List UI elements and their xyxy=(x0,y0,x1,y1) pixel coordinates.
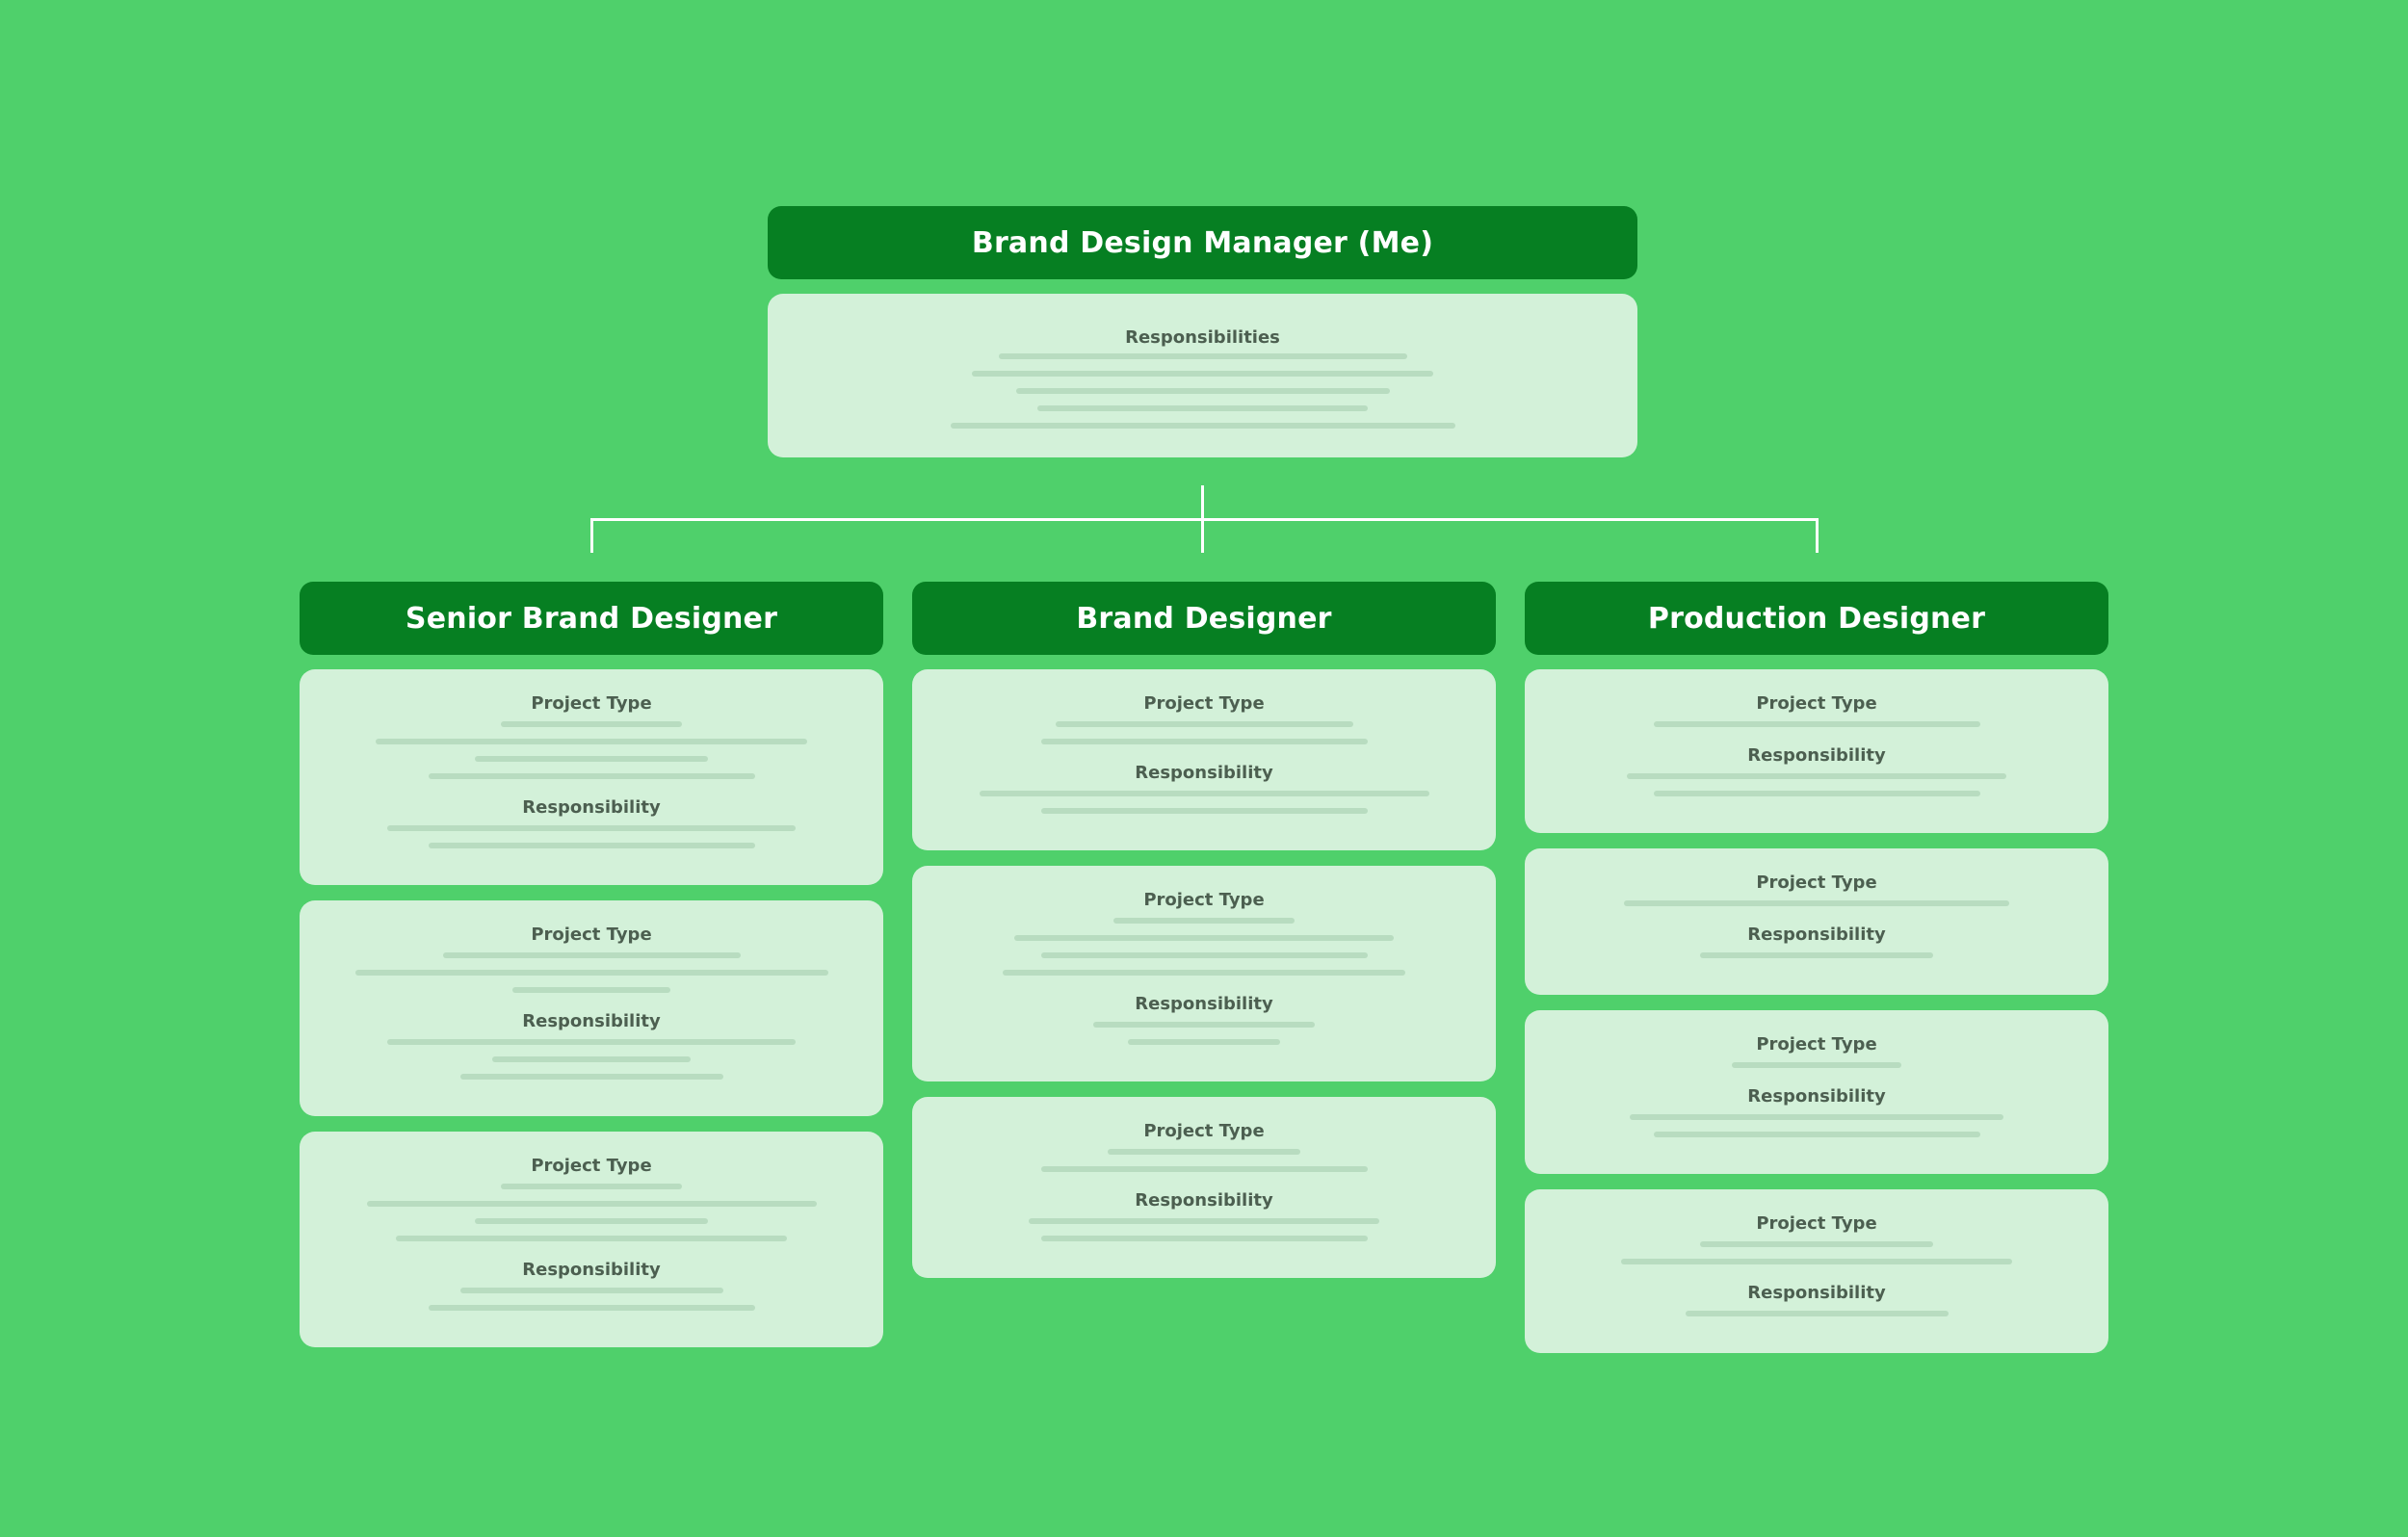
placeholder-text-line xyxy=(460,1288,723,1293)
placeholder-text-line xyxy=(376,739,807,744)
placeholder-text-line xyxy=(972,371,1433,377)
section-label: Responsibilities xyxy=(1125,327,1280,348)
placeholder-text-line xyxy=(387,1039,796,1045)
placeholder-text-line xyxy=(1037,405,1368,411)
role-header-2: Production Designer xyxy=(1525,582,2108,655)
section-label: Responsibility xyxy=(1135,763,1273,783)
placeholder-text-line xyxy=(429,843,755,848)
section-label: Responsibility xyxy=(1747,925,1886,945)
placeholder-text-line xyxy=(1732,1062,1901,1068)
placeholder-text-line xyxy=(443,952,741,958)
section-label: Responsibility xyxy=(1747,1086,1886,1107)
connector-drop-left xyxy=(589,518,593,553)
placeholder-text-line xyxy=(367,1201,817,1207)
placeholder-text-line xyxy=(1029,1218,1379,1224)
placeholder-text-line xyxy=(1621,1259,2012,1264)
placeholder-text-line xyxy=(429,773,755,779)
placeholder-text-line xyxy=(1113,918,1295,924)
placeholder-text-line xyxy=(387,825,796,831)
role-header-1: Brand Designer xyxy=(912,582,1496,655)
section-label: Project Type xyxy=(1756,873,1877,893)
connector-drop-right xyxy=(1815,518,1819,553)
placeholder-text-line xyxy=(1654,791,1980,796)
section-label: Responsibility xyxy=(522,1011,661,1031)
section-label: Responsibility xyxy=(522,1260,661,1280)
role-header-2-title: Production Designer xyxy=(1647,601,1986,636)
section-label: Project Type xyxy=(1143,890,1265,910)
section-label: Project Type xyxy=(1143,1121,1265,1141)
placeholder-text-line xyxy=(1627,773,2006,779)
section-label: Project Type xyxy=(1756,1213,1877,1234)
manager-responsibilities-card: Responsibilities xyxy=(768,294,1637,457)
section-label: Responsibility xyxy=(1135,1190,1273,1211)
placeholder-text-line xyxy=(1016,388,1390,394)
section-label: Project Type xyxy=(1756,1034,1877,1055)
section-label: Responsibility xyxy=(1135,994,1273,1014)
placeholder-text-line xyxy=(1624,900,2009,906)
section-label: Responsibility xyxy=(1747,745,1886,766)
placeholder-text-line xyxy=(980,791,1429,796)
placeholder-text-line xyxy=(429,1305,755,1311)
placeholder-text-line xyxy=(475,756,708,762)
section-label: Project Type xyxy=(1143,693,1265,714)
section-label: Project Type xyxy=(531,693,652,714)
manager-header-title: Brand Design Manager (Me) xyxy=(971,225,1434,260)
placeholder-text-line xyxy=(1014,935,1394,941)
placeholder-text-line xyxy=(1041,739,1368,744)
placeholder-text-line xyxy=(1093,1022,1315,1028)
role-header-1-title: Brand Designer xyxy=(1076,601,1332,636)
placeholder-text-line xyxy=(1630,1114,2003,1120)
placeholder-text-line xyxy=(1108,1149,1300,1155)
placeholder-text-line xyxy=(396,1236,787,1241)
placeholder-text-line xyxy=(1041,1236,1368,1241)
connector-horizontal xyxy=(589,518,1819,521)
placeholder-text-line xyxy=(1003,970,1405,976)
placeholder-text-line xyxy=(1041,952,1368,958)
placeholder-text-line xyxy=(1041,1166,1368,1172)
placeholder-text-line xyxy=(460,1074,723,1080)
placeholder-text-line xyxy=(475,1218,708,1224)
placeholder-text-line xyxy=(512,987,670,993)
placeholder-text-line xyxy=(999,353,1407,359)
role-header-0: Senior Brand Designer xyxy=(300,582,883,655)
section-label: Responsibility xyxy=(1747,1283,1886,1303)
placeholder-text-line xyxy=(1654,1132,1980,1137)
placeholder-text-line xyxy=(951,423,1455,429)
section-label: Project Type xyxy=(1756,693,1877,714)
placeholder-text-line xyxy=(355,970,828,976)
placeholder-text-line xyxy=(501,1184,682,1189)
placeholder-text-line xyxy=(1700,952,1933,958)
placeholder-text-line xyxy=(492,1056,691,1062)
placeholder-text-line xyxy=(1128,1039,1280,1045)
placeholder-text-line xyxy=(501,721,682,727)
placeholder-text-line xyxy=(1700,1241,1933,1247)
placeholder-text-line xyxy=(1056,721,1353,727)
section-label: Responsibility xyxy=(522,797,661,818)
placeholder-text-line xyxy=(1041,808,1368,814)
section-label: Project Type xyxy=(531,1156,652,1176)
section-label: Project Type xyxy=(531,925,652,945)
manager-header: Brand Design Manager (Me) xyxy=(768,206,1637,279)
placeholder-text-line xyxy=(1686,1311,1949,1316)
placeholder-text-line xyxy=(1654,721,1980,727)
role-header-0-title: Senior Brand Designer xyxy=(405,601,778,636)
